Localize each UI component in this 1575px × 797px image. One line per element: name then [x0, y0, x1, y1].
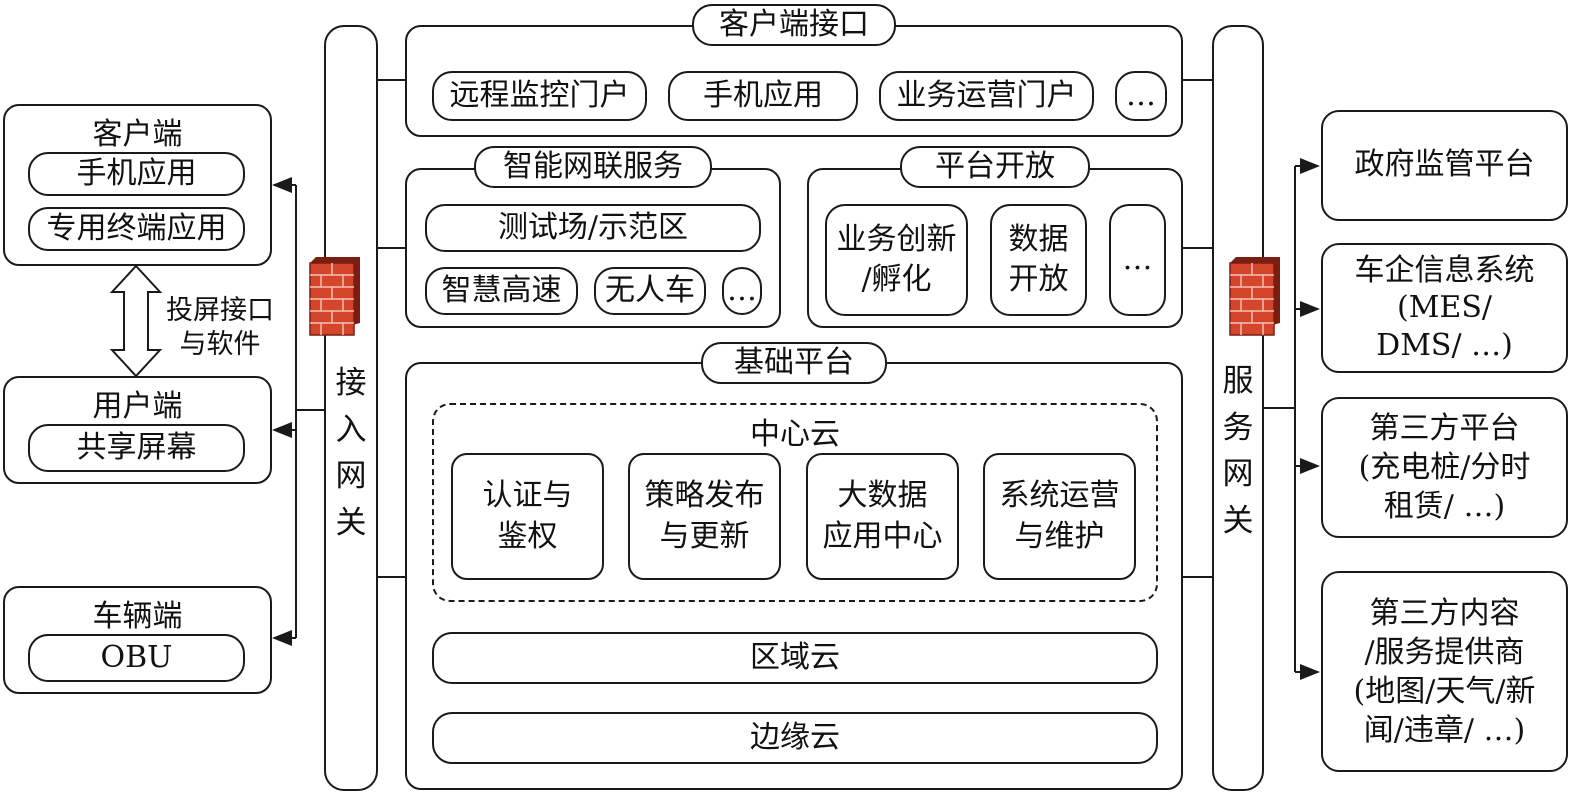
iov-service-title: 智能网联服务 [474, 146, 712, 188]
access-gateway-bar [324, 25, 378, 791]
service-gateway-char: 关 [1222, 502, 1254, 539]
service-gateway-label: 服 务 网 关 [1212, 358, 1264, 544]
client-interface-item-ops: 业务运营门户 [879, 71, 1094, 121]
access-links [378, 79, 405, 578]
access-gateway-char: 关 [335, 504, 367, 541]
center-cloud-box [432, 403, 1158, 602]
center-cloud-title: 中心云 [750, 417, 840, 452]
client-interface-item-remote: 远程监控门户 [432, 71, 647, 121]
center-cloud-ops: 系统运营与维护 [983, 453, 1136, 580]
double-arrow-screen [109, 264, 163, 378]
access-gateway-label: 接 入 网 关 [324, 360, 378, 546]
vehicle-item-obu: OBU [28, 634, 245, 682]
platform-open-data: 数据开放 [990, 204, 1087, 316]
service-links [1183, 79, 1212, 578]
client-interface-item-mobile: 手机应用 [668, 71, 858, 121]
base-platform-title: 基础平台 [701, 342, 887, 384]
third-content-box: 第三方内容 /服务提供商 (地图/天气/新 闻/违章/ …) [1321, 571, 1568, 772]
client-interface-item-more: … [1115, 71, 1167, 121]
platform-open-more: … [1109, 204, 1166, 316]
client-title: 客户端 [92, 117, 183, 152]
client-item-terminal: 专用终端应用 [28, 207, 245, 251]
center-cloud-auth: 认证与鉴权 [451, 453, 604, 580]
user-item-share-screen: 共享屏幕 [28, 424, 245, 472]
iov-service-test-field: 测试场/示范区 [425, 204, 761, 252]
right-connector [1264, 158, 1320, 680]
client-interface-title: 客户端接口 [692, 4, 896, 46]
service-gateway-char: 服 [1222, 363, 1254, 399]
gov-platform-box: 政府监管平台 [1321, 110, 1568, 221]
platform-open-incubation: 业务创新/孵化 [825, 204, 968, 316]
service-gateway-char: 务 [1222, 409, 1254, 446]
service-gateway-bar [1212, 25, 1264, 791]
oem-system-box: 车企信息系统 (MES/ DMS/ …) [1321, 243, 1568, 373]
firewall-icon [1229, 257, 1280, 336]
region-cloud: 区域云 [432, 632, 1158, 684]
iov-service-driverless: 无人车 [594, 267, 706, 315]
screen-link-label-2: 与软件 [179, 328, 261, 360]
left-connector [272, 177, 324, 646]
iov-service-more: … [722, 267, 762, 315]
firewall-icon [309, 257, 360, 336]
vehicle-title: 车辆端 [92, 599, 183, 634]
access-gateway-char: 入 [335, 411, 367, 448]
center-cloud-policy: 策略发布与更新 [628, 453, 781, 580]
platform-open-title: 平台开放 [900, 146, 1090, 188]
user-title: 用户端 [92, 389, 183, 424]
screen-link-label-1: 投屏接口 [166, 294, 274, 326]
third-platform-box: 第三方平台 (充电桩/分时 租赁/ …) [1321, 397, 1568, 538]
client-item-mobile: 手机应用 [28, 152, 245, 196]
iov-service-smart-highway: 智慧高速 [425, 267, 578, 315]
edge-cloud: 边缘云 [432, 712, 1158, 764]
center-cloud-bigdata: 大数据应用中心 [806, 453, 959, 580]
access-gateway-char: 网 [335, 458, 367, 494]
service-gateway-char: 网 [1222, 456, 1254, 492]
access-gateway-char: 接 [335, 365, 367, 401]
